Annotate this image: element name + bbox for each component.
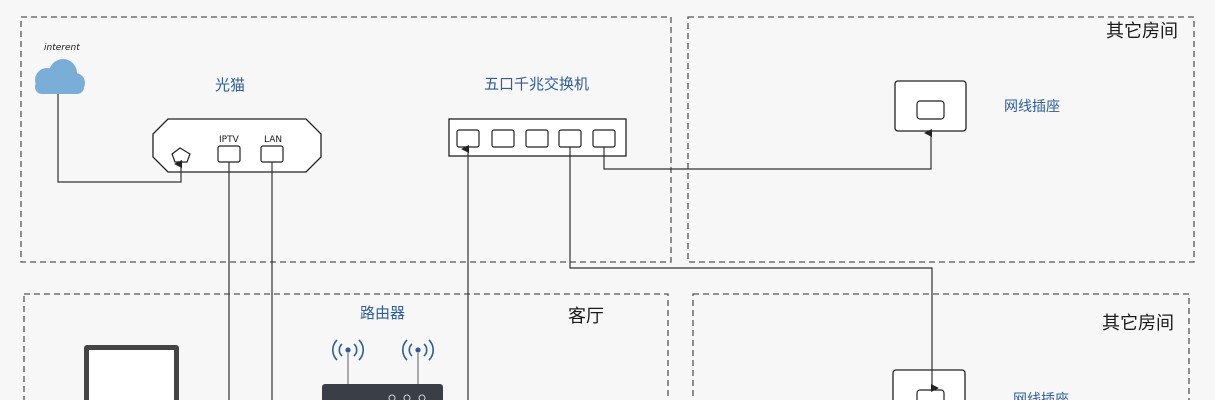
region-top-left: [20, 16, 672, 263]
laptop-icon: [84, 345, 179, 400]
link-switch-to-socket-top: [603, 129, 932, 170]
router-icon: [322, 384, 443, 400]
wall-socket-bottom-label: 网线插座: [1013, 392, 1069, 400]
switch-port-1: [456, 129, 480, 148]
wifi-icon: [332, 339, 364, 361]
link-switch-to-socket-bottom: [569, 147, 939, 392]
modem-label: 光猫: [215, 76, 245, 94]
switch-port-5: [592, 129, 616, 148]
region-bottom-right: [692, 293, 1190, 400]
region-top-right: [687, 16, 1195, 263]
switch-port-4: [558, 129, 582, 148]
switch-label: 五口千兆交换机: [484, 75, 589, 93]
cloud-icon: [35, 59, 85, 94]
wall-socket-icon: [894, 80, 967, 132]
link-internet-to-modem: [57, 94, 182, 183]
region-bottom-left: [23, 293, 669, 400]
modem-port-lan-label: LAN: [264, 135, 282, 145]
internet-label: interent: [44, 43, 80, 53]
room-label-bottom-right: 其它房间: [1102, 313, 1174, 334]
modem-port-lan: [260, 145, 284, 163]
switch-port-2: [491, 129, 515, 148]
room-label-living-room: 客厅: [568, 306, 604, 327]
wifi-icon: [402, 339, 434, 361]
wall-socket-icon: [892, 369, 966, 400]
router-label: 路由器: [360, 304, 405, 322]
room-label-top-right: 其它房间: [1106, 21, 1178, 42]
wall-socket-top-label: 网线插座: [1004, 99, 1060, 115]
switch-port-3: [525, 129, 549, 148]
modem-port-iptv: [217, 145, 241, 163]
modem-port-iptv-label: IPTV: [219, 135, 240, 145]
